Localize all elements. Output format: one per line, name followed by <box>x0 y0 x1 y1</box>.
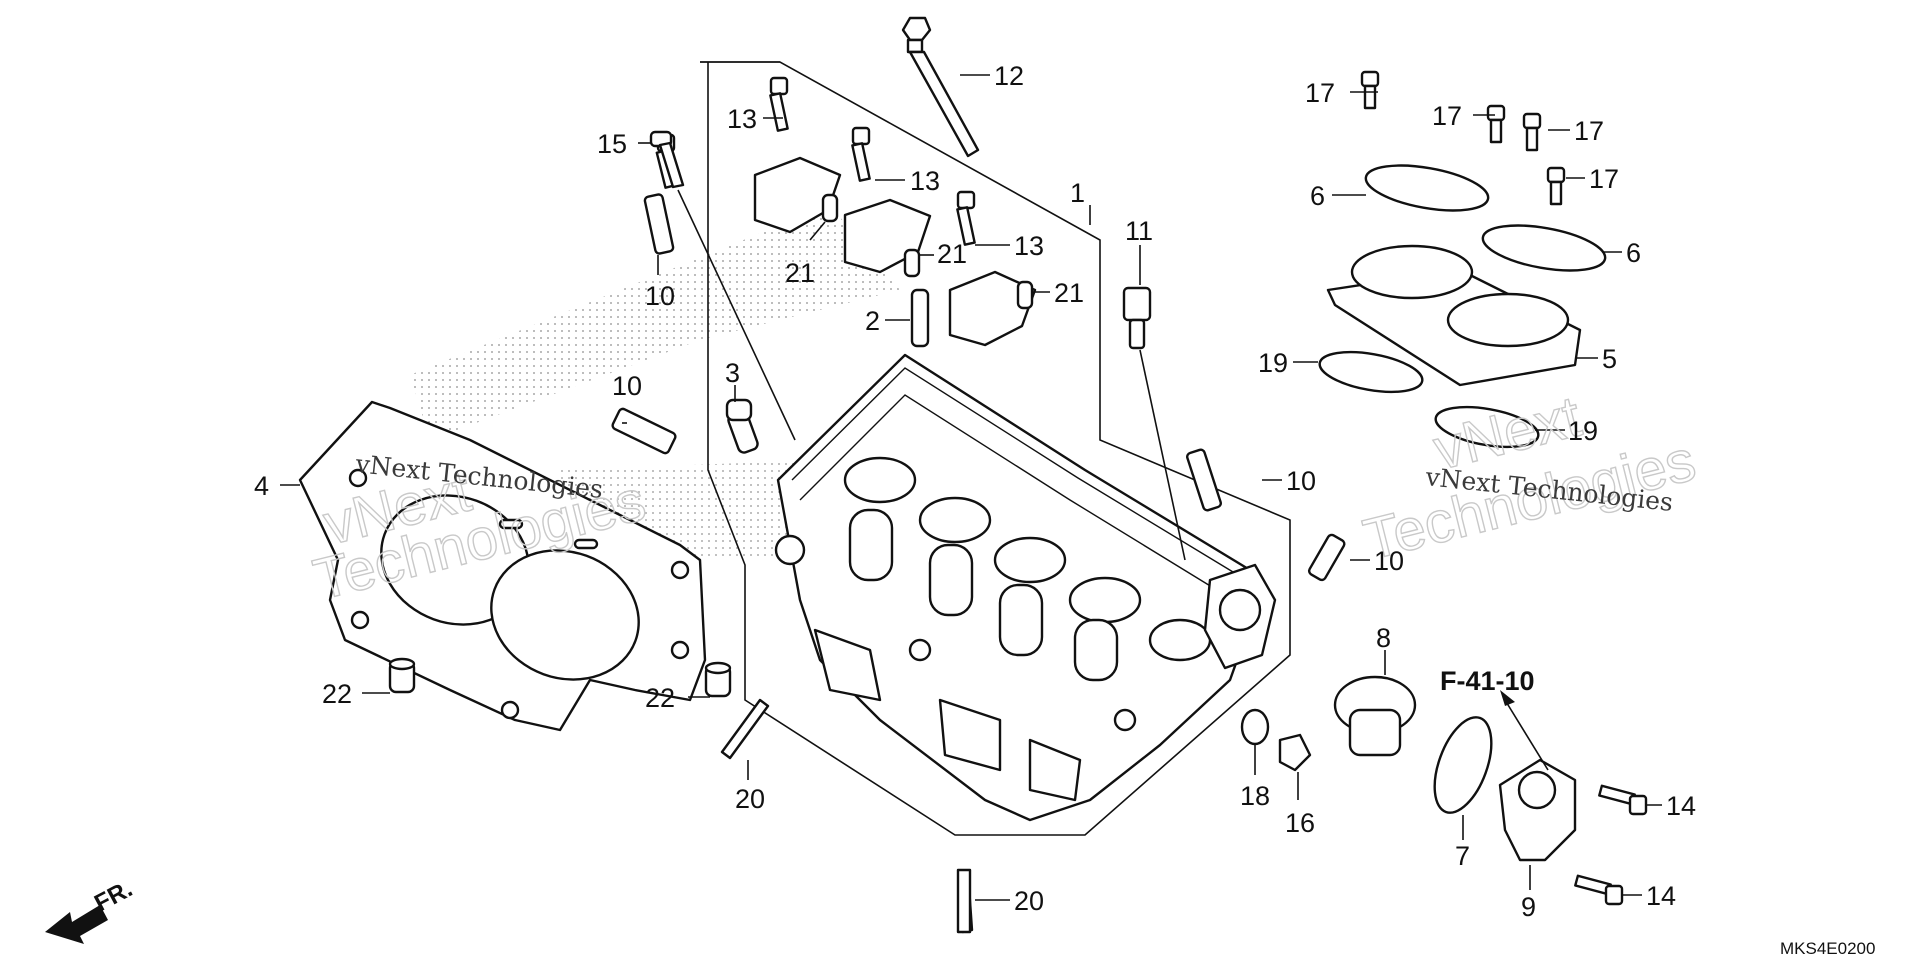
callout-21-center: 21 <box>937 239 967 269</box>
callout-17-c: 17 <box>1574 116 1604 146</box>
stud-bolts-20 <box>720 698 974 934</box>
callout-4: 4 <box>254 471 269 501</box>
callout-13-center: 13 <box>910 166 940 196</box>
callout-10-center-left: 10 <box>612 371 642 401</box>
callout-9: 9 <box>1521 892 1536 922</box>
callout-17-b: 17 <box>1432 101 1462 131</box>
guide-2-and-pin-3 <box>725 288 930 454</box>
temperature-sensor-11 <box>1122 286 1186 561</box>
bolt-15 <box>649 130 796 441</box>
callout-2: 2 <box>865 306 880 336</box>
callout-7: 7 <box>1455 841 1470 871</box>
callout-17-a: 17 <box>1305 78 1335 108</box>
callout-20-lower: 20 <box>1014 886 1044 916</box>
front-direction-arrow <box>45 905 108 944</box>
callout-17-d: 17 <box>1589 164 1619 194</box>
cylinder-head <box>774 353 1277 822</box>
callout-19-right: 19 <box>1568 416 1598 446</box>
callout-21-left: 21 <box>785 258 815 288</box>
callout-3: 3 <box>725 358 740 388</box>
callout-6-right: 6 <box>1626 238 1641 268</box>
callout-16: 16 <box>1285 808 1315 838</box>
thermostat-gasket-7 <box>1433 716 1493 814</box>
thermostat-housing-9 <box>1498 758 1577 862</box>
callout-11: 11 <box>1125 216 1153 246</box>
intake-insulators-5 <box>1326 244 1582 387</box>
hose-clamps-6 <box>1364 164 1607 272</box>
callout-10-right-upper: 10 <box>1286 466 1316 496</box>
callout-22-left: 22 <box>322 679 352 709</box>
dowel-pins-22 <box>388 657 732 698</box>
callout-10-upper-left: 10 <box>645 281 675 311</box>
callout-12: 12 <box>994 61 1024 91</box>
callout-15: 15 <box>597 129 627 159</box>
camshaft-holders <box>753 156 1037 347</box>
callout-14-upper: 14 <box>1666 791 1696 821</box>
callout-1: 1 <box>1070 178 1085 208</box>
callout-10-right-lower: 10 <box>1374 546 1404 576</box>
flange-bolts-17 <box>1360 70 1566 206</box>
callout-5: 5 <box>1602 344 1617 374</box>
bolts-14 <box>1574 784 1648 906</box>
callout-22-right: 22 <box>645 683 675 713</box>
callout-14-lower: 14 <box>1646 881 1676 911</box>
callout-21-right: 21 <box>1054 278 1084 308</box>
long-bolt-12 <box>901 16 980 158</box>
cylinder-head-gasket <box>298 400 707 732</box>
thermostat-8 <box>1333 675 1417 757</box>
callout-13-right: 13 <box>1014 231 1044 261</box>
drawing-code: MKS4E0200 <box>1780 939 1875 958</box>
callout-8: 8 <box>1376 623 1391 653</box>
assembly-boundary-lines <box>700 61 1291 836</box>
reference-label: F-41-10 <box>1440 666 1535 696</box>
callout-13-left: 13 <box>727 104 757 134</box>
leader-lines <box>280 74 1662 901</box>
spark-plugs-10 <box>611 193 1346 582</box>
callout-numbers: 1 2 3 4 5 6 6 7 8 9 10 10 10 10 11 12 13… <box>254 61 1696 922</box>
callout-6-top: 6 <box>1310 181 1325 211</box>
reference-arrow <box>1500 690 1549 771</box>
callout-19-left: 19 <box>1258 348 1288 378</box>
o-rings-19 <box>1318 350 1540 449</box>
callout-18: 18 <box>1240 781 1270 811</box>
bolt-16-washer-18 <box>1240 708 1312 772</box>
callout-20-upper: 20 <box>735 784 765 814</box>
